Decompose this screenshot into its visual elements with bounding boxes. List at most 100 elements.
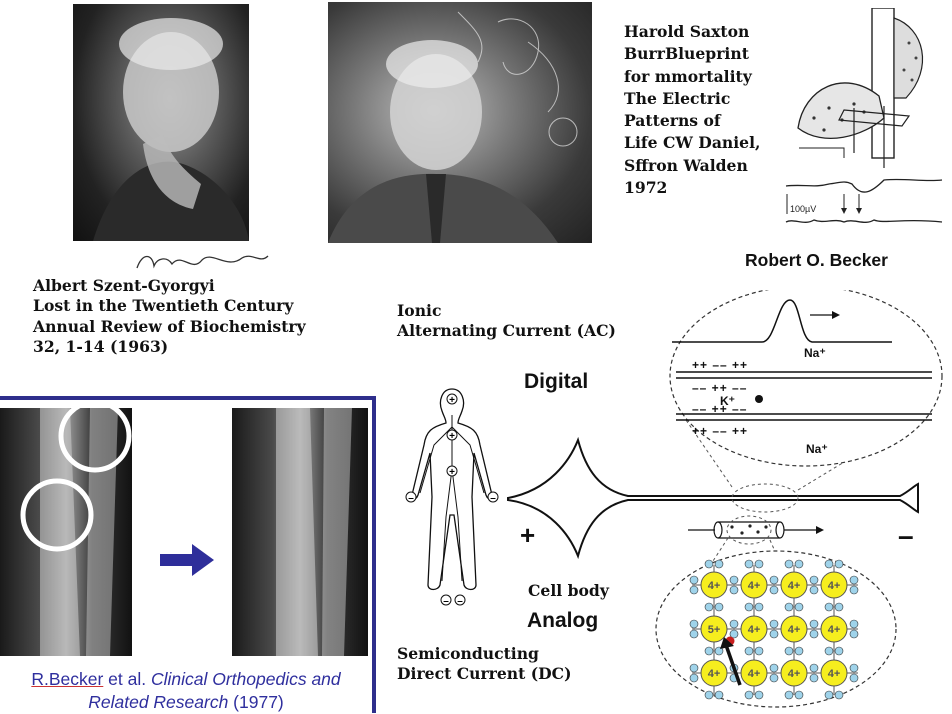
lattice-atom — [780, 659, 808, 687]
ion-label: 4+ — [828, 580, 841, 592]
lattice-electron — [689, 629, 699, 639]
ionic-line-2: Alternating Current (AC) — [397, 321, 616, 341]
left-hand-minus: – — [408, 493, 414, 504]
ion-label: 4+ — [788, 668, 801, 680]
plus-terminal: + — [520, 520, 536, 550]
ion-label: 4+ — [748, 624, 761, 636]
lattice-atom — [780, 571, 808, 599]
lattice-atom — [820, 615, 848, 643]
lattice-electron — [689, 585, 699, 595]
lattice-electron — [824, 602, 834, 612]
portrait-burr — [328, 11, 578, 243]
membrane-upper-top-charges: ++ –– ++ — [692, 358, 749, 372]
burr-line-7: Sffron Walden — [624, 155, 748, 175]
lattice-electron — [784, 690, 794, 700]
lattice-electron — [849, 629, 859, 639]
head-plus: + — [449, 395, 455, 406]
fracture-circle-lower — [20, 478, 94, 552]
lattice-electron — [784, 559, 794, 569]
right-hand-minus: – — [490, 493, 496, 504]
semi-line-2: Direct Current (DC) — [397, 664, 572, 684]
lattice-electron — [689, 673, 699, 683]
xray-after-bones — [276, 408, 352, 656]
lattice-electron — [784, 602, 794, 612]
pelvis-plus: + — [449, 467, 455, 478]
na-top-label: Na⁺ — [804, 346, 826, 360]
burr-line-8: 1972 — [624, 178, 668, 198]
lattice-electron — [744, 559, 754, 569]
lattice-electron — [769, 673, 779, 683]
lattice-electron — [704, 690, 714, 700]
lattice-electron — [769, 585, 779, 595]
lattice-electron — [769, 663, 779, 673]
xray-before — [0, 399, 132, 656]
signature — [136, 255, 269, 269]
analog-label: Analog — [527, 609, 599, 632]
lattice-electron — [849, 575, 859, 585]
lattice-electron — [824, 559, 834, 569]
lattice-electron — [744, 646, 754, 656]
lattice-electron — [729, 629, 739, 639]
lattice-dopant-atom — [700, 615, 728, 643]
dopant-label: 5+ — [708, 624, 721, 636]
lattice-electron — [729, 575, 739, 585]
ionic-line-1: Ionic — [397, 301, 442, 320]
lattice-electron — [834, 559, 844, 569]
lattice-electron — [689, 619, 699, 629]
burr-citation: Harold Saxton BurrBlueprint for mmortali… — [624, 21, 760, 199]
lattice-electron — [754, 690, 764, 700]
action-potential-wave — [672, 299, 892, 343]
lattice-electron — [849, 585, 859, 595]
lattice-electron — [714, 602, 724, 612]
ion-label: 4+ — [788, 580, 801, 592]
lattice-electron — [849, 673, 859, 683]
k-ion-dot — [755, 395, 763, 403]
lattice-electron — [809, 575, 819, 585]
ion-label: 4+ — [748, 580, 761, 592]
lattice-electron — [834, 690, 844, 700]
lattice-electron — [849, 619, 859, 629]
lattice-electron — [714, 690, 724, 700]
lattice-electron — [754, 559, 764, 569]
burr-line-1: Harold Saxton — [624, 22, 750, 41]
lattice-atom — [700, 571, 728, 599]
burr-line-5: Patterns of — [624, 111, 721, 131]
lattice-electron — [754, 646, 764, 656]
lattice-atom — [820, 659, 848, 687]
lattice-electron — [809, 619, 819, 629]
burr-line-3: for mmortality — [624, 66, 752, 86]
digital-label: Digital — [524, 370, 589, 393]
lattice-electron — [809, 663, 819, 673]
szent-gyorgyi-photo — [73, 4, 249, 241]
xray-after — [232, 408, 368, 656]
cell-body-label: Cell body — [528, 581, 609, 600]
chest-plus: + — [449, 431, 455, 442]
semiconducting-label: Semiconducting Direct Current (DC) — [397, 644, 571, 685]
citation-line-4: 32, 1-14 (1963) — [33, 337, 169, 357]
healing-arrow-icon — [160, 544, 214, 576]
lattice-atom — [740, 615, 768, 643]
becker-name: Robert O. Becker — [745, 250, 888, 270]
lattice-electron — [704, 602, 714, 612]
lattice-electron — [794, 646, 804, 656]
semiconductor-tube — [688, 515, 824, 545]
citation-line-3: Annual Review of Biochemistry — [33, 316, 306, 336]
lattice-electron — [744, 690, 754, 700]
left-foot-minus: – — [443, 596, 449, 607]
lattice-electron — [754, 602, 764, 612]
xray-reference: R.Becker et al. Clinical Orthopedics and… — [0, 668, 372, 714]
lattice-electron — [794, 559, 804, 569]
microvolt-label: 100µV — [790, 204, 816, 214]
lattice-electron — [689, 663, 699, 673]
lattice-electron — [824, 646, 834, 656]
membrane-upper-bottom-charges: –– ++ –– — [692, 381, 748, 395]
szent-gyorgyi-citation: Albert Szent-Gyorgyi Lost in the Twentie… — [33, 276, 306, 358]
lattice-electron — [809, 673, 819, 683]
lattice-electron — [784, 646, 794, 656]
k-label: K⁺ — [720, 394, 735, 408]
burr-line-4: The Electric — [624, 88, 731, 108]
burr-line-6: Life CW Daniel, — [624, 133, 761, 153]
lattice-electron — [729, 619, 739, 629]
axon-zoom-circle — [731, 483, 799, 513]
ref-year: (1977) — [228, 692, 284, 712]
